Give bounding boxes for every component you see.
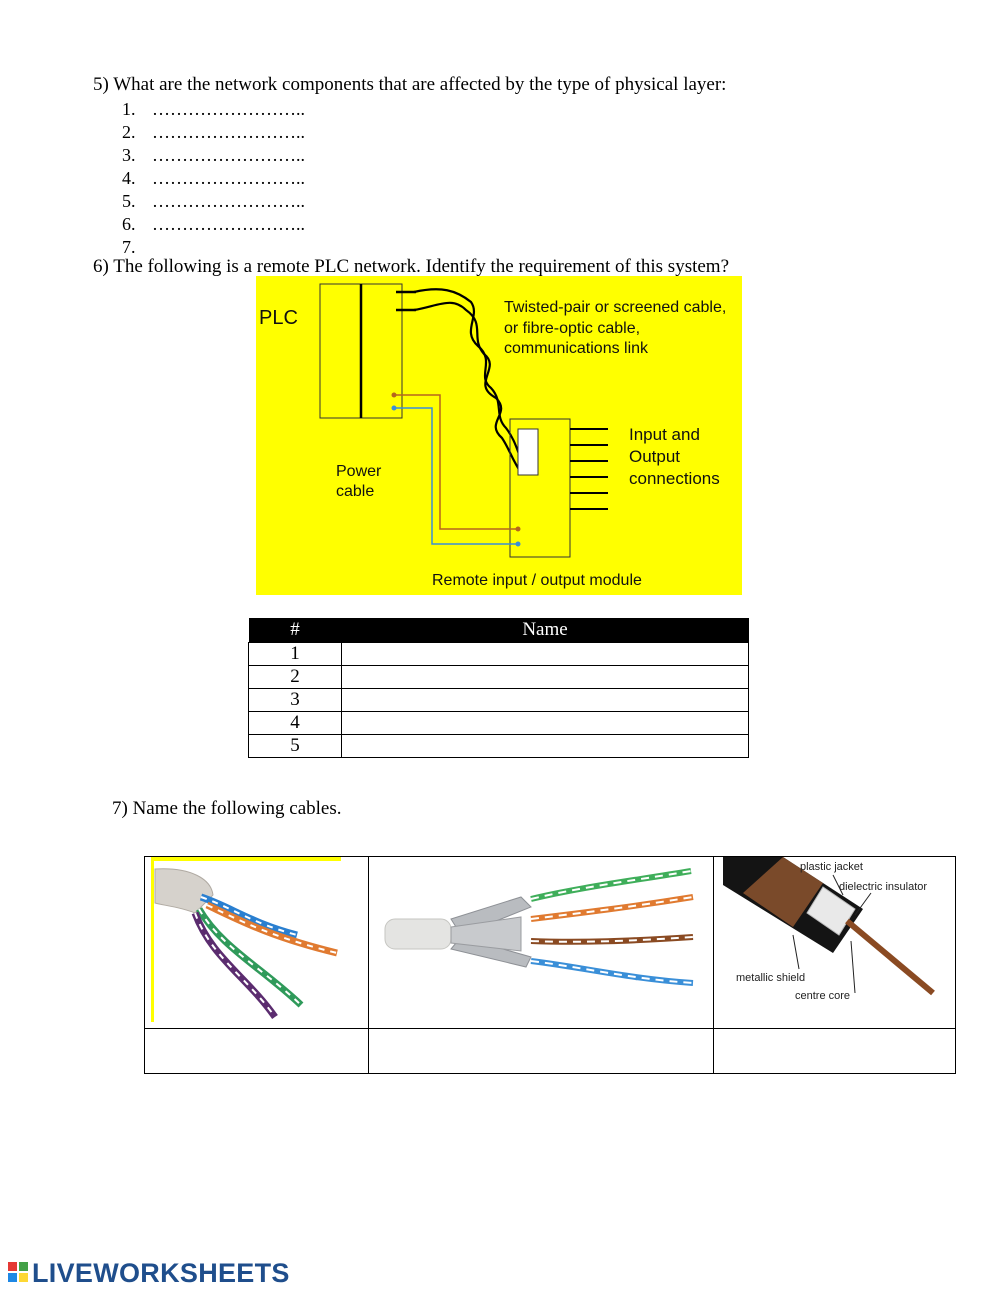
answer-blank[interactable]: …………………….. bbox=[152, 99, 305, 119]
plc-network-diagram: PLC Twisted-pair or screened cable, or f… bbox=[256, 276, 742, 595]
table-row: 3 bbox=[248, 688, 749, 712]
remote-module-box bbox=[509, 418, 571, 558]
answer-blank[interactable]: …………………….. bbox=[152, 214, 305, 234]
list-number: 1. bbox=[122, 99, 136, 119]
list-number: 7. bbox=[122, 237, 136, 257]
table-row: 5 bbox=[248, 734, 749, 758]
io-label-3: connections bbox=[629, 469, 720, 488]
list-number: 3. bbox=[122, 145, 136, 165]
header-name: Name bbox=[341, 618, 749, 643]
name-cell[interactable] bbox=[341, 665, 749, 689]
list-item[interactable]: 4. …………………….. bbox=[122, 167, 305, 190]
cable-answer-2[interactable] bbox=[369, 1029, 713, 1073]
coax-label-core: centre core bbox=[795, 990, 851, 1002]
table-row: 1 bbox=[248, 642, 749, 666]
name-cell[interactable] bbox=[341, 688, 749, 712]
question-7: 7) Name the following cables. bbox=[112, 798, 342, 819]
list-number: 6. bbox=[122, 214, 136, 234]
power-label-2: cable bbox=[336, 483, 375, 500]
twisted-cable bbox=[413, 288, 525, 467]
question-6: 6) The following is a remote PLC network… bbox=[93, 256, 730, 277]
list-item[interactable]: 1. …………………….. bbox=[122, 98, 305, 121]
sftp-cable-image bbox=[384, 868, 694, 986]
cable-grid: plastic jacket dielectric insulator meta… bbox=[144, 856, 956, 1074]
answer-list: 1. …………………….. 2. …………………….. 3. …………………….. 4… bbox=[122, 98, 305, 259]
power-cable-blue bbox=[394, 407, 518, 545]
answer-blank[interactable]: …………………….. bbox=[152, 191, 305, 211]
list-item[interactable]: 6. …………………….. bbox=[122, 213, 305, 236]
name-cell[interactable] bbox=[341, 734, 749, 758]
comm-port bbox=[517, 428, 539, 476]
list-item[interactable]: 5. …………………….. bbox=[122, 190, 305, 213]
row-number: 3 bbox=[248, 688, 342, 712]
row-number: 1 bbox=[248, 642, 342, 666]
list-number: 5. bbox=[122, 191, 136, 211]
answer-table: # Name 1 2 3 4 5 bbox=[248, 618, 749, 758]
coax-label-jacket: plastic jacket bbox=[800, 861, 863, 873]
liveworksheets-logo[interactable]: LIVEWORKSHEETS bbox=[8, 1258, 290, 1288]
list-number: 2. bbox=[122, 122, 136, 142]
cable-answer-1[interactable] bbox=[145, 1029, 368, 1073]
io-label-2: Output bbox=[629, 447, 681, 466]
logo-text: LIVEWORKSHEETS bbox=[32, 1257, 290, 1288]
name-cell[interactable] bbox=[341, 711, 749, 735]
power-cable-brown bbox=[394, 394, 518, 530]
answer-blank[interactable]: …………………….. bbox=[152, 145, 305, 165]
module-label: Remote input / output module bbox=[432, 572, 642, 589]
table-row: 4 bbox=[248, 711, 749, 735]
power-label-1: Power bbox=[336, 463, 382, 480]
list-item[interactable]: 2. …………………….. bbox=[122, 121, 305, 144]
answer-blank[interactable]: …………………….. bbox=[152, 122, 305, 142]
coax-cable-image bbox=[723, 857, 935, 996]
cable-answer-3[interactable] bbox=[714, 1029, 955, 1073]
coax-label-insulator: dielectric insulator bbox=[839, 881, 928, 893]
plc-label: PLC bbox=[259, 307, 298, 329]
list-item[interactable]: 7. bbox=[122, 236, 305, 259]
link-label-3: communications link bbox=[504, 340, 649, 357]
utp-cable-image bbox=[151, 857, 341, 1022]
row-number: 4 bbox=[248, 711, 342, 735]
row-number: 2 bbox=[248, 665, 342, 689]
link-label-2: or fibre-optic cable, bbox=[504, 320, 641, 337]
row-number: 5 bbox=[248, 734, 342, 758]
link-label-1: Twisted-pair or screened cable, bbox=[504, 299, 727, 316]
list-item[interactable]: 3. …………………….. bbox=[122, 144, 305, 167]
diagram-drawing bbox=[319, 283, 608, 558]
table-row: 2 bbox=[248, 665, 749, 689]
name-cell[interactable] bbox=[341, 642, 749, 666]
io-label-1: Input and bbox=[629, 425, 700, 444]
question-5: 5) What are the network components that … bbox=[93, 74, 727, 95]
answer-blank[interactable]: …………………….. bbox=[152, 168, 305, 188]
coax-label-shield: metallic shield bbox=[736, 972, 806, 984]
logo-mark-icon bbox=[8, 1262, 30, 1284]
header-number: # bbox=[248, 618, 342, 643]
list-number: 4. bbox=[122, 168, 136, 188]
